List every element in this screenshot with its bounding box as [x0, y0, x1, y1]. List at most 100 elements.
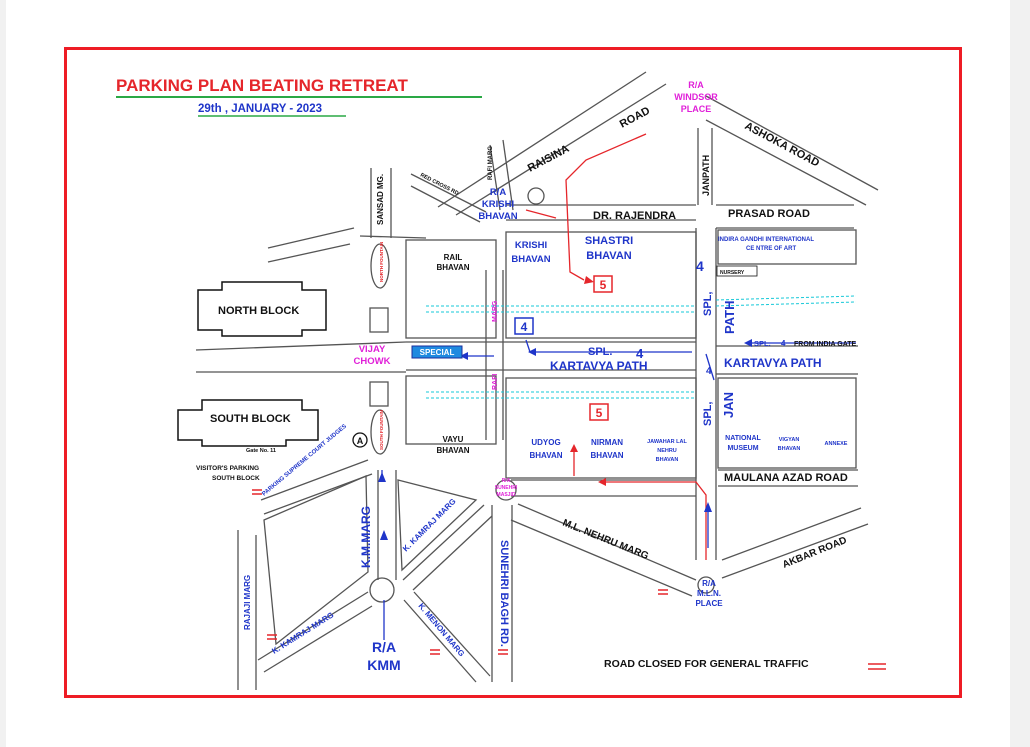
- road-sansad: SANSAD MG.: [376, 174, 385, 225]
- jln-line-3: BHAVAN: [656, 457, 679, 463]
- red-cross-road-edge-1: [410, 173, 487, 213]
- krishi-ra-label: R/A KRISHI BHAVAN: [478, 187, 517, 222]
- label-shastri-bhavan: SHASTRI BHAVAN: [585, 235, 633, 262]
- mln-line-1: R/A: [702, 579, 716, 588]
- road-spl-kartavya: SPL.: [588, 346, 612, 358]
- cyan-line-3: [715, 295, 857, 301]
- block-rail-bhavan: [405, 239, 497, 339]
- sunehri-ra-line-1: R/A: [502, 478, 511, 484]
- sunehri-ra-line-2: SUNEHRI: [495, 485, 518, 491]
- windsor-label: R/A WINDSOR PLACE: [674, 80, 718, 114]
- road-kartavya: KARTAVYA PATH: [550, 359, 648, 373]
- arrowhead-6: [704, 502, 712, 512]
- road-spl-right: SPL.: [754, 339, 771, 348]
- blue-arrowheads: [378, 339, 752, 540]
- label-gate: Gate No. 11: [246, 448, 276, 454]
- red-routes: [525, 133, 709, 560]
- triangle-block-left: [263, 475, 369, 646]
- vayu-line-2: BHAVAN: [436, 446, 469, 455]
- closed-marker-sc: [252, 489, 262, 495]
- num-4-spl-right: 4: [781, 339, 786, 348]
- circle-a-label: A: [357, 436, 364, 446]
- road-raisina: RAISINA: [526, 143, 572, 175]
- block-vayu: [405, 375, 497, 445]
- road-rafi-mid: RAFI: [492, 374, 499, 390]
- vijay-plot-bottom: [369, 381, 389, 407]
- num-4-kartavya: 4: [636, 346, 644, 361]
- legend-closed-swatch: [868, 663, 886, 670]
- triangle-block-mid: [397, 479, 478, 572]
- rafi-marg-top-edge-2: [502, 139, 514, 211]
- kkamraj-lower-edge-1: [257, 591, 369, 661]
- museum-line-2: MUSEUM: [727, 445, 758, 452]
- raisina-road-edge-2: [455, 83, 667, 216]
- shastri-line-2: BHAVAN: [586, 250, 631, 262]
- cyan-line-4: [715, 301, 857, 307]
- num-4-jan: 4: [706, 366, 712, 377]
- label-north-block: NORTH BLOCK: [218, 305, 299, 317]
- windsor-line-2: WINDSOR: [674, 92, 718, 102]
- nirman-line-1: NIRMAN: [591, 438, 623, 447]
- map-frame: [64, 47, 962, 698]
- label-annexe: ANNEXE: [825, 441, 848, 447]
- red-arrowhead-3: [570, 444, 578, 452]
- closed-road-markers: [252, 489, 886, 670]
- north-block-road-edge-1: [267, 227, 355, 249]
- north-road-link: [359, 235, 427, 239]
- road-rajaji: RAJAJI MARG: [243, 575, 252, 630]
- closed-marker-mlnehru: [658, 589, 668, 595]
- legend-label: ROAD CLOSED FOR GENERAL TRAFFIC: [604, 658, 809, 670]
- map-date: 29th , JANUARY - 2023: [198, 103, 322, 115]
- parking-4-label: 4: [521, 320, 528, 334]
- road-kartavya-right: KARTAVYA PATH: [724, 356, 822, 370]
- kmm-label: R/A KMM: [367, 639, 400, 673]
- windsor-line-3: PLACE: [681, 104, 712, 114]
- vigyan-line-2: BHAVAN: [778, 446, 801, 452]
- blue-route-jan: [705, 353, 715, 381]
- krishi-ra-line-3: BHAVAN: [478, 211, 517, 222]
- label-rail-bhavan: RAIL BHAVAN: [436, 253, 469, 272]
- arrowhead-3: [744, 339, 752, 347]
- ignca-line-1: INDIRA GANDHI INTERNATIONAL: [718, 237, 814, 243]
- label-jln-bhavan: JAWAHAR LAL NEHRU BHAVAN: [647, 439, 687, 463]
- kmenon-edge-2: [413, 591, 491, 677]
- parking-4-box: [514, 317, 534, 335]
- kmenon-edge-1: [403, 599, 477, 683]
- road-path: PATH: [722, 301, 737, 334]
- krishi-line-1: KRISHI: [515, 240, 547, 251]
- kmm-line-2: KMM: [367, 657, 400, 673]
- label-vigyan: VIGYAN BHAVAN: [778, 437, 801, 452]
- south-fountain-shape: [370, 409, 390, 455]
- udyog-line-1: UDYOG: [531, 438, 560, 447]
- windsor-line-1: R/A: [688, 80, 704, 90]
- road-sunehri: SUNEHRI BAGH RD.: [498, 540, 510, 647]
- mln-line-3: PLACE: [695, 599, 723, 608]
- special-label: SPECIAL: [420, 348, 455, 357]
- road-network: [195, 71, 879, 690]
- rail-line-2: BHAVAN: [436, 263, 469, 272]
- blue-route-p4: [525, 339, 531, 353]
- map-title: PARKING PLAN BEATING RETREAT: [116, 76, 408, 95]
- label-krishi-bhavan: KRISHI BHAVAN: [511, 240, 550, 265]
- label-vayu-bhavan: VAYU BHAVAN: [436, 435, 469, 455]
- raisina-road-edge-1: [437, 71, 647, 208]
- map-canvas: PARKING PLAN BEATING RETREAT 29th , JANU…: [116, 71, 886, 690]
- vijay-chowk-edge-1: [195, 341, 407, 351]
- akbar-road-edge-1: [721, 507, 862, 561]
- kkamraj-lower-edge-2: [263, 605, 373, 673]
- rafi-marg-top-edge-1: [489, 144, 501, 211]
- nirman-line-2: BHAVAN: [590, 451, 623, 460]
- closed-marker-sunehri: [498, 649, 508, 655]
- red-route-windsor: [565, 133, 647, 281]
- label-south-block: SOUTH BLOCK: [210, 413, 291, 425]
- closed-marker-kmenon: [430, 649, 440, 655]
- road-km-marg: K.M.MARG: [359, 506, 373, 568]
- road-ml-nehru: M.L. NEHRU MARG: [561, 518, 650, 563]
- nursery-box: [716, 265, 758, 277]
- krishi-line-2: BHAVAN: [511, 254, 550, 265]
- sunehri-ra-label: R/A SUNEHRI MASJID: [495, 478, 518, 498]
- mln-roundabout: [697, 576, 715, 594]
- road-maulana: MAULANA AZAD ROAD: [724, 472, 848, 484]
- block-nirman: [505, 377, 697, 479]
- label-south-fountain: SOUTH FOUNTAIN: [379, 410, 384, 450]
